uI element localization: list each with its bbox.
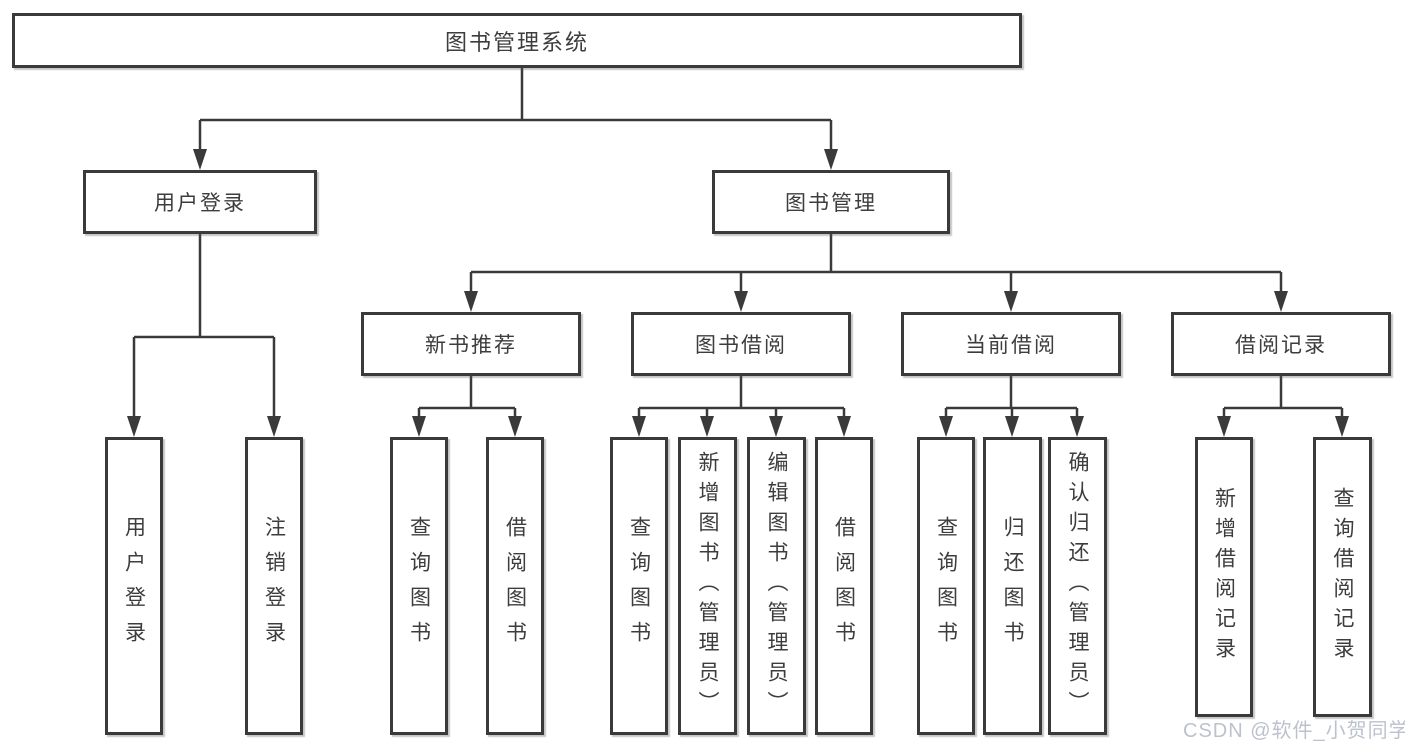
node-label: 新书推荐 [425, 334, 517, 357]
arrowhead [939, 416, 953, 437]
leaf-query-books-recommend: 查询图书 [390, 437, 448, 735]
arrowhead [769, 416, 783, 437]
arrowhead [632, 416, 646, 437]
leaf-label: 新增借阅记录 [1212, 487, 1236, 667]
leaf-borrow-books-recommend: 借阅图书 [486, 437, 544, 735]
arrowhead [734, 291, 748, 312]
node-label: 借阅记录 [1235, 334, 1327, 357]
leaf-add-book-admin: 新增图书︵管理员︶ [678, 437, 737, 735]
leaf-label: 借阅图书 [503, 516, 527, 656]
leaf-label: 注销登录 [262, 516, 286, 656]
arrowhead [837, 416, 851, 437]
arrowhead [464, 291, 478, 312]
leaf-label: 查询图书 [934, 516, 958, 656]
watermark-text: CSDN @软件_小贺同学 [1183, 720, 1405, 742]
arrowhead [508, 416, 522, 437]
leaf-label: 用户登录 [122, 516, 146, 656]
arrowhead [127, 416, 141, 437]
leaf-user-login: 用户登录 [105, 437, 163, 735]
leaf-return-book: 归还图书 [983, 437, 1042, 735]
arrowhead [412, 416, 426, 437]
node-label: 图书管理 [785, 192, 877, 215]
node-borrowing-records: 借阅记录 [1171, 312, 1391, 376]
arrowhead [1335, 416, 1349, 437]
connector-root-to-level2 [198, 68, 833, 152]
connector-bookmgmt-to-level3 [469, 234, 1283, 294]
node-book-management: 图书管理 [712, 170, 950, 234]
connector-userlogin-to-children [132, 234, 276, 420]
leaf-label: 查询借阅记录 [1331, 487, 1354, 667]
arrowhead [193, 149, 207, 170]
arrowhead [1274, 291, 1288, 312]
node-label: 当前借阅 [965, 334, 1057, 357]
leaf-borrow-books: 借阅图书 [815, 437, 873, 735]
node-label: 用户登录 [154, 192, 246, 215]
node-current-borrowing: 当前借阅 [901, 312, 1121, 376]
leaf-label: 编辑图书︵管理员︶ [765, 451, 788, 721]
leaf-confirm-return-admin: 确认归还︵管理员︶ [1048, 437, 1107, 735]
leaf-query-books-current: 查询图书 [917, 437, 975, 735]
arrowhead [824, 149, 838, 170]
node-new-book-recommendation: 新书推荐 [361, 312, 581, 376]
arrowhead [1070, 416, 1084, 437]
node-user-login: 用户登录 [83, 170, 317, 234]
arrowhead [1005, 416, 1019, 437]
leaf-label: 新增图书︵管理员︶ [696, 451, 719, 721]
node-book-borrowing: 图书借阅 [631, 312, 851, 376]
leaf-edit-book-admin: 编辑图书︵管理员︶ [747, 437, 806, 735]
node-label: 图书借阅 [695, 334, 787, 357]
connector-newbook-to-children [417, 376, 517, 420]
arrowhead [1004, 291, 1018, 312]
arrowhead [267, 416, 281, 437]
leaf-query-books-borrow: 查询图书 [610, 437, 668, 735]
arrowhead [1217, 416, 1231, 437]
leaf-logout: 注销登录 [245, 437, 303, 735]
connector-records-to-children [1222, 376, 1344, 420]
node-library-management-system: 图书管理系统 [12, 13, 1022, 68]
connector-currentborrow-to-children [944, 376, 1079, 420]
leaf-query-borrow-record: 查询借阅记录 [1313, 437, 1372, 717]
leaf-add-borrow-record: 新增借阅记录 [1195, 437, 1253, 717]
node-label: 图书管理系统 [444, 29, 589, 55]
leaf-label: 归还图书 [1001, 516, 1024, 656]
connector-bookborrow-to-children [637, 376, 846, 420]
arrowhead [700, 416, 714, 437]
leaf-label: 借阅图书 [832, 516, 856, 656]
leaf-label: 查询图书 [627, 516, 651, 656]
leaf-label: 确认归还︵管理员︶ [1066, 451, 1089, 721]
leaf-label: 查询图书 [407, 516, 431, 656]
